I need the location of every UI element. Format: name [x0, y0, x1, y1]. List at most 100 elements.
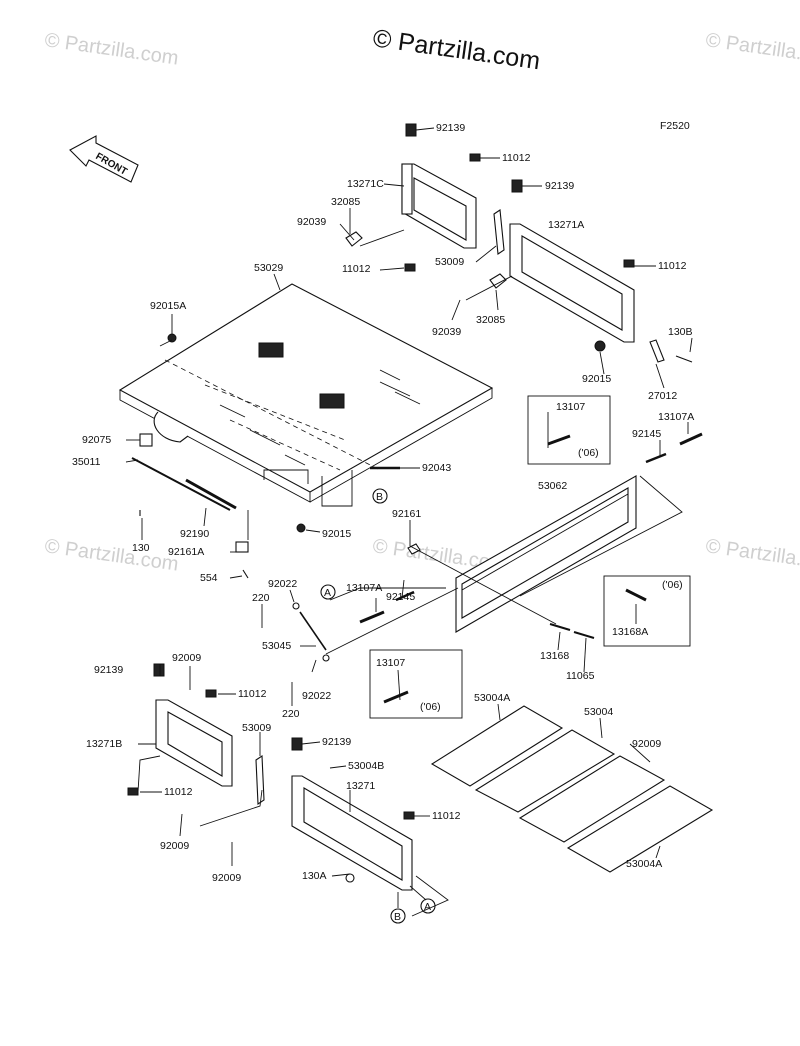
year-note-2: ('06)	[662, 579, 683, 591]
box-13107-06	[527, 395, 611, 465]
watermark-top-right: © Partzilla.com	[704, 29, 800, 70]
label-92161: 92161	[392, 508, 421, 520]
watermark-mid-right: © Partzilla.com	[704, 535, 800, 576]
cap-11012-f	[127, 787, 139, 796]
mat-53004A-b	[566, 785, 714, 873]
label-53029: 53029	[254, 262, 283, 274]
brand-title: © Partzilla.com	[371, 24, 542, 75]
side-panel-13271C	[401, 163, 477, 249]
rubber-92161A	[235, 541, 249, 553]
label-13107: 13107	[556, 401, 585, 413]
pin-13168A	[625, 588, 647, 602]
label-130B: 130B	[668, 326, 693, 338]
side-panel-13271B	[155, 699, 233, 787]
label-13271C: 13271C	[347, 178, 384, 190]
washer-92022-a	[292, 602, 300, 610]
box-13168A-06	[603, 575, 691, 647]
rod-13168	[549, 623, 571, 631]
washer-92022-b	[322, 654, 330, 662]
label-92043: 92043	[422, 462, 451, 474]
label-92039: 92039	[432, 326, 461, 338]
stay-53009-a	[493, 209, 505, 255]
label-92009: 92009	[212, 872, 241, 884]
label-53045: 53045	[262, 640, 291, 652]
nut-92015A	[167, 333, 177, 343]
label-11012: 11012	[342, 263, 371, 275]
tailgate-53062	[455, 475, 637, 633]
label-130A: 130A	[302, 870, 327, 882]
leader-lines	[125, 127, 693, 908]
watermark-top-left: © Partzilla.com	[43, 29, 180, 70]
cap-11012-d	[205, 689, 217, 698]
label-92139: 92139	[436, 122, 465, 134]
label-92009: 92009	[172, 652, 201, 664]
spring-92145-b	[395, 590, 415, 602]
label-53004: 53004	[584, 706, 613, 718]
label-92145: 92145	[386, 591, 415, 603]
label-13271: 13271	[346, 780, 375, 792]
rod-92190	[185, 478, 237, 510]
label-92190: 92190	[180, 528, 209, 540]
side-panel-13271A	[509, 223, 635, 343]
front-arrow-icon: FRONT	[69, 135, 139, 183]
bed-deck	[118, 283, 494, 503]
label-13271A: 13271A	[548, 219, 584, 231]
clip-92139-a	[405, 123, 417, 137]
label-53009: 53009	[242, 722, 271, 734]
label-92022: 92022	[302, 690, 331, 702]
callout-b-1: B	[372, 488, 388, 504]
label-11012: 11012	[164, 786, 193, 798]
label-92145: 92145	[632, 428, 661, 440]
svg-text:A: A	[424, 901, 431, 913]
pin-13107-a	[547, 434, 571, 446]
label-11012: 11012	[502, 152, 531, 164]
bolt-130B	[675, 355, 693, 363]
pin-13107A-a	[679, 432, 703, 446]
label-220: 220	[282, 708, 300, 720]
label-13107A: 13107A	[346, 582, 382, 594]
part-labels: 92139 11012 13271C 92139 32085 92039 132…	[72, 122, 694, 884]
deck-handle	[153, 411, 189, 443]
label-53009: 53009	[435, 256, 464, 268]
label-13271B: 13271B	[86, 738, 122, 750]
label-32085: 32085	[476, 314, 505, 326]
label-13107: 13107	[376, 657, 405, 669]
cap-11012-b	[623, 259, 635, 268]
callout-a-1: A	[320, 584, 336, 600]
label-92161A: 92161A	[168, 546, 204, 558]
cap-11012-c	[404, 263, 416, 272]
label-53062: 53062	[538, 480, 567, 492]
label-11012: 11012	[432, 810, 461, 822]
cap-11012-e	[403, 811, 415, 820]
label-11065: 11065	[566, 670, 595, 682]
pin-13107A-b	[359, 610, 385, 624]
cap-11012-a	[469, 153, 481, 162]
clip-92139-b	[511, 179, 523, 193]
assembly-lines	[137, 229, 683, 917]
label-92015: 92015	[582, 373, 611, 385]
label-53004A: 53004A	[474, 692, 510, 704]
bracket-27012	[649, 339, 665, 363]
box-13107-06-b	[369, 649, 463, 719]
grid-mark-icon	[258, 342, 284, 358]
label-220: 220	[252, 592, 270, 604]
label-92009: 53004B	[348, 760, 384, 772]
label-27012: 27012	[648, 390, 677, 402]
label-13168A: 13168A	[612, 626, 648, 638]
label-53004A: 53004A	[626, 858, 662, 870]
svg-text:A: A	[324, 587, 331, 599]
callout-b-2: B	[390, 908, 406, 924]
year-note-3: ('06)	[420, 701, 441, 713]
bolt-130A	[345, 873, 355, 883]
label-92015: 92015	[322, 528, 351, 540]
clip-92139-c	[153, 663, 165, 677]
label-11012: 11012	[238, 688, 267, 700]
clip-554	[242, 569, 249, 579]
hinge-32085-a	[345, 231, 363, 247]
label-92022: 92022	[268, 578, 297, 590]
label-35011: 35011	[72, 456, 101, 468]
label-92009: 92009	[160, 840, 189, 852]
rod-end-92075	[139, 433, 153, 447]
